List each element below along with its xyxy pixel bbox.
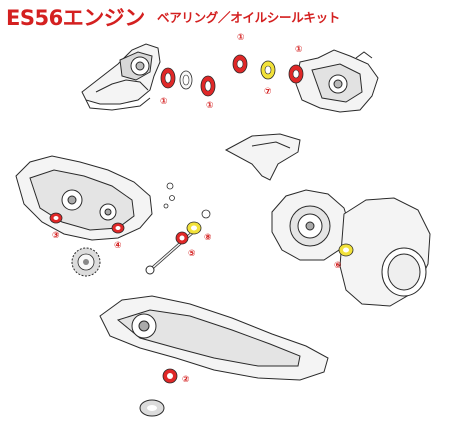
crankcase-right-half [295,49,379,113]
oil-seal-6 [338,243,354,257]
bearing-4 [111,222,125,234]
bearing-1a [160,67,176,89]
bearing-5 [175,231,189,245]
callout-8: ⑧ [204,233,212,243]
callout-3: ③ [52,231,60,241]
page-title: ES56エンジン [6,6,145,30]
drive-gear [71,247,101,277]
callout-6: ⑥ [334,261,342,271]
small-hardware [163,182,211,219]
bearing-1b [179,70,193,90]
callout-7: ⑦ [264,87,272,97]
oil-seal-3 [49,212,63,224]
bearing-2 [162,368,178,384]
oil-seal-8 [186,221,202,235]
transmission-cover [99,295,329,381]
cooling-cowl [339,197,431,307]
callout-2: ② [182,375,190,385]
callout-1-right: ① [295,45,303,55]
engine-side-cover [15,155,153,241]
fan-shroud-top [224,133,301,181]
bearing-1e [288,64,304,84]
callout-5: ⑤ [188,249,196,259]
bearing-1c [200,75,216,97]
lower-gasket [139,399,165,417]
cooling-fan-housing [271,189,351,261]
oil-seal-7 [260,60,276,80]
callout-1-center: ① [206,101,214,111]
callout-1-top: ① [237,33,245,43]
callout-1-left: ① [160,97,168,107]
callout-4: ④ [114,241,122,251]
crankcase-left-half [81,43,161,111]
bearing-1d [232,54,248,74]
page-subtitle: ベアリング／オイルシールキット [157,10,341,25]
